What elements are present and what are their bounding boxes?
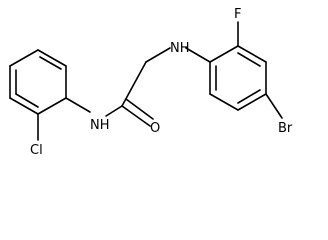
bond-ring-nh [65,97,91,113]
chlorine-label: Cl [30,143,43,158]
oxygen-label: O [150,121,160,136]
double-bond [15,93,39,108]
bond [9,97,39,115]
bond-c-o [121,105,151,127]
double-bond [237,89,261,104]
bond [37,49,67,67]
double-bond [237,52,261,67]
bromofluorophenyl-ring [209,45,267,111]
fluorine-label: F [234,7,241,22]
double-bond [39,56,62,70]
amide-nh-label: NH [90,118,110,133]
chlorophenyl-ring [9,49,67,115]
bond [9,49,39,67]
bromine-label: Br [278,121,293,136]
bond-nh-ring [185,47,211,63]
bond [209,93,239,111]
bond-nh-carbonyl [105,105,123,117]
bond-ch2-nh [145,47,171,63]
bond-c-o-double [125,98,154,120]
structure-diagram: NH NH O F Br Cl [9,7,293,158]
amine-nh-label: NH [170,41,190,56]
bond [209,45,239,63]
bond [237,93,267,111]
bond-c-br [265,93,283,119]
bond [237,45,267,63]
bond [37,97,67,115]
